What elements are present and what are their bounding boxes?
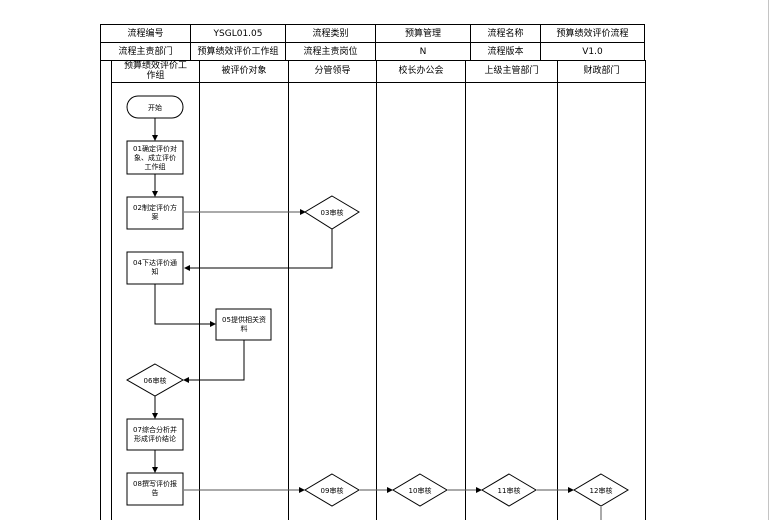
node-07-analyze-conclude: 07综合分析并 形成评价结论 [126,418,184,451]
node-05-provide-materials: 05提供相关资 料 [215,308,272,341]
lane-header-finance-dept: 财政部门 [583,66,620,76]
node-10-review: 10审核 [392,473,448,507]
node-12-review: 12审核 [573,473,629,507]
node-08-line2: 告 [152,488,159,497]
lane-header-bottom-line [111,82,646,83]
node-05-line1: 05提供相关资 [222,315,266,324]
lane-divider-3 [376,60,377,520]
node-03-label: 03审核 [321,208,344,217]
edge-03-to-04 [184,229,333,271]
header-value-version: V1.0 [540,42,645,61]
node-01-line1: 01确定评价对 [133,144,177,153]
lane-header-evaluated-party: 被评价对象 [221,66,267,76]
node-08-write-report: 08撰写评价报 告 [126,472,184,506]
node-02-line1: 02制定评价方 [133,203,177,212]
edge-04-to-05 [154,284,216,327]
node-09-review: 09审核 [304,473,360,507]
header-label-owner-dept: 流程主责部门 [100,42,191,61]
node-04-line1: 04下达评价通 [133,258,177,267]
lane-divider-2 [288,60,289,520]
lane-divider-1 [199,60,200,520]
node-01-line2: 象、成立评价 [134,153,176,162]
node-02-make-plan: 02制定评价方 案 [126,196,184,230]
header-label-version: 流程版本 [470,42,541,61]
lane-divider-4 [465,60,466,520]
lane-header-president-office: 校长办公会 [398,66,444,76]
node-11-review: 11审核 [481,473,537,507]
node-12-label: 12审核 [590,486,613,495]
node-start-label: 开始 [148,103,162,112]
node-10-label: 10审核 [409,486,432,495]
node-04-issue-notice: 04下达评价通 知 [126,251,184,285]
node-03-review: 03审核 [304,195,360,230]
lane-frame-outer-left [100,60,101,520]
node-07-line1: 07综合分析并 [133,425,177,434]
lane-frame-inner-left [111,60,112,520]
node-05-line2: 料 [241,324,248,333]
lane-header-evaluation-group: 预算绩效评价工作组 [123,61,187,81]
node-07-line2: 形成评价结论 [134,434,176,443]
page-edge-divider [768,0,769,520]
node-06-label: 06审核 [144,376,167,385]
node-01-define-evaluation: 01确定评价对 象、成立评价 工作组 [126,140,184,175]
node-06-review: 06审核 [125,363,185,397]
node-01-line3: 工作组 [145,162,166,171]
lane-frame-right [645,60,646,520]
node-04-line2: 知 [152,267,159,276]
node-11-label: 11审核 [498,486,521,495]
lane-divider-5 [557,60,558,520]
node-09-label: 09审核 [321,486,344,495]
lane-header-leader-in-charge: 分管领导 [314,66,351,76]
lane-header-superior-dept: 上级主管部门 [484,66,539,76]
node-08-line1: 08撰写评价报 [133,479,177,488]
node-start: 开始 [126,95,184,119]
header-value-owner-dept: 预算绩效评价工作组 [190,42,286,61]
edge-05-to-06 [183,340,245,383]
node-02-line2: 案 [152,212,159,221]
